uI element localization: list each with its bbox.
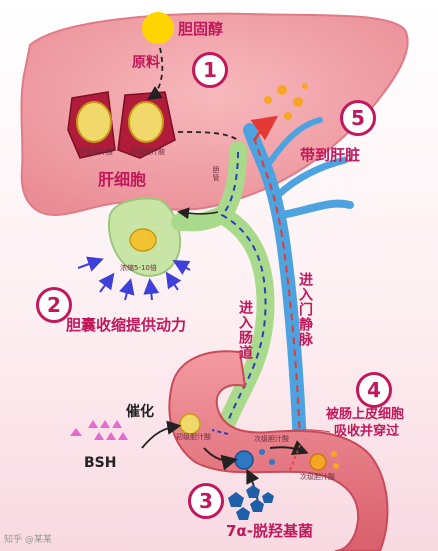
to-liver-label: 带到肝脏 [300,146,361,164]
liver-organ [20,12,409,217]
into-intestine-label: 进入肠道 [237,300,253,360]
catalysis-label: 催化 [126,404,154,420]
step-3-badge: 3 [188,483,224,519]
raw-material-label: 原料 [132,55,160,71]
intestine-secondary-label-b: 次级胆汁酸 [300,473,335,481]
absorbed-label-line1: 被肠上皮细胞 [326,407,405,422]
step-1-badge: 1 [192,52,228,88]
returned-bile-acids [264,83,308,120]
portal-vein-label: 进入门静脉 [297,272,313,347]
intestine-primary-label: 初级胆汁酸 [176,433,211,441]
gallbladder-contraction-label: 胆囊收缩提供动力 [66,316,187,334]
intestine-secondary-label: 次级胆汁酸 [254,435,289,443]
gallbladder-bile-acid [129,228,157,252]
step-4-badge: 4 [356,372,392,408]
gallbladder-concentration-label: 浓缩5-10倍 [120,264,157,272]
bacteria-icon [228,485,274,520]
bile-duct-label: 胆管 [212,166,220,182]
enzyme-label: 7α-脱羟基菌 [226,522,313,540]
cholesterol-circle [142,12,174,44]
step-5-badge: 5 [340,100,376,136]
watermark: 知乎 @某某 [4,535,52,545]
hepatocyte-primary-bile-acid-b: 初级胆汁酸 [130,148,165,156]
contraction-arrows [77,256,191,301]
absorbed-label-line2: 吸收并穿过 [334,424,400,439]
cholesterol-label: 胆固醇 [178,20,224,38]
hepatocyte-primary-bile-acid-a: 初级胆汁酸 [78,148,113,156]
step-2-badge: 2 [36,287,72,323]
bsh-icon [70,420,128,440]
hepatocyte-label: 肝细胞 [98,170,147,189]
bsh-label: BSH [84,455,117,471]
intestine-bile-acids [179,413,339,471]
